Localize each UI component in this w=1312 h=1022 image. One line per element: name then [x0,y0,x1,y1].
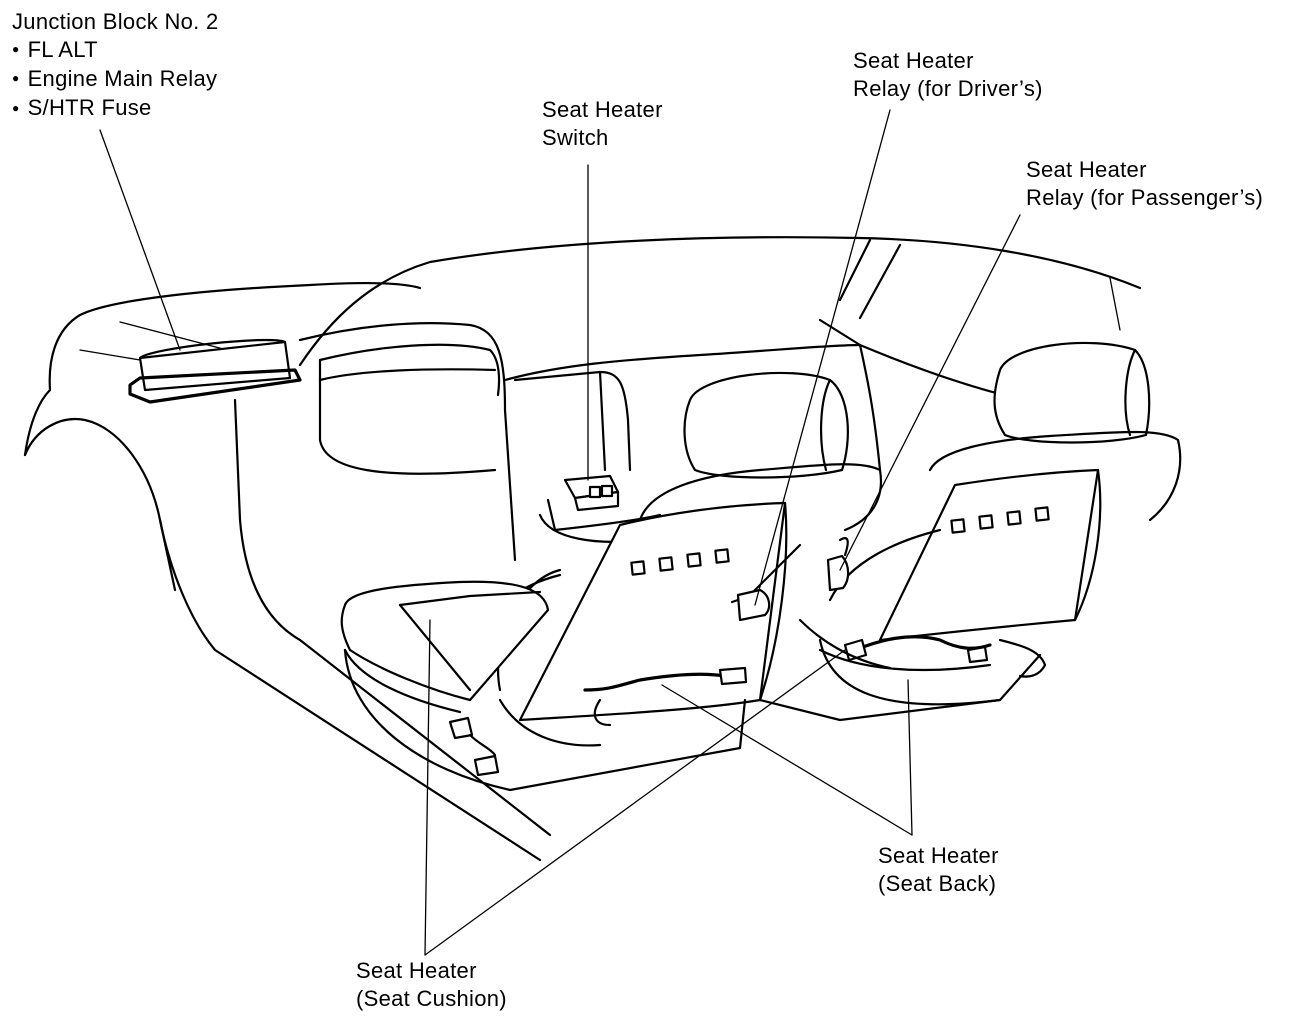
relay-driver-line-1: Seat Heater [853,48,974,73]
junction-block-no-2 [128,338,302,404]
junction-item-shtr-fuse: S/HTR Fuse [12,94,219,123]
relay-passenger-line-1: Seat Heater [1026,157,1147,182]
leader-seat-cushion-1 [424,619,431,956]
label-relay-passenger: Seat Heater Relay (for Passenger’s) [1026,156,1263,212]
label-seat-cushion: Seat Heater (Seat Cushion) [356,957,507,1013]
seat-back-line-2: (Seat Back) [878,871,997,896]
leader-seat-back-2 [907,679,913,836]
relay-driver-line-2: Relay (for Driver’s) [853,76,1043,101]
label-seat-back: Seat Heater (Seat Back) [878,842,999,898]
passenger-seat [758,341,1182,722]
leader-lines [99,109,1021,956]
label-junction-block: Junction Block No. 2 FL ALT Engine Main … [12,8,219,124]
leader-seat-back-1 [661,684,913,836]
seat-back-line-1: Seat Heater [878,843,999,868]
leader-relay-passenger [839,214,1021,571]
seat-heater-switch-part [563,474,620,512]
seat-cushion-line-2: (Seat Cushion) [356,986,507,1011]
junction-item-fl-alt: FL ALT [12,36,219,65]
leader-relay-driver [754,109,891,606]
seat-heater-switch-line-2: Switch [542,125,609,150]
junction-block-title: Junction Block No. 2 [12,9,219,34]
relay-passenger-line-2: Relay (for Passenger’s) [1026,185,1264,210]
leader-seat-cushion-2 [424,649,846,956]
driver-seat [340,371,883,792]
seat-cushion-line-1: Seat Heater [356,958,477,983]
leader-junction-block [99,129,181,351]
junction-item-engine-main-relay: Engine Main Relay [12,65,219,94]
label-seat-heater-switch: Seat Heater Switch [542,96,663,152]
seat-heater-switch-line-1: Seat Heater [542,97,663,122]
label-relay-driver: Seat Heater Relay (for Driver’s) [853,47,1043,103]
